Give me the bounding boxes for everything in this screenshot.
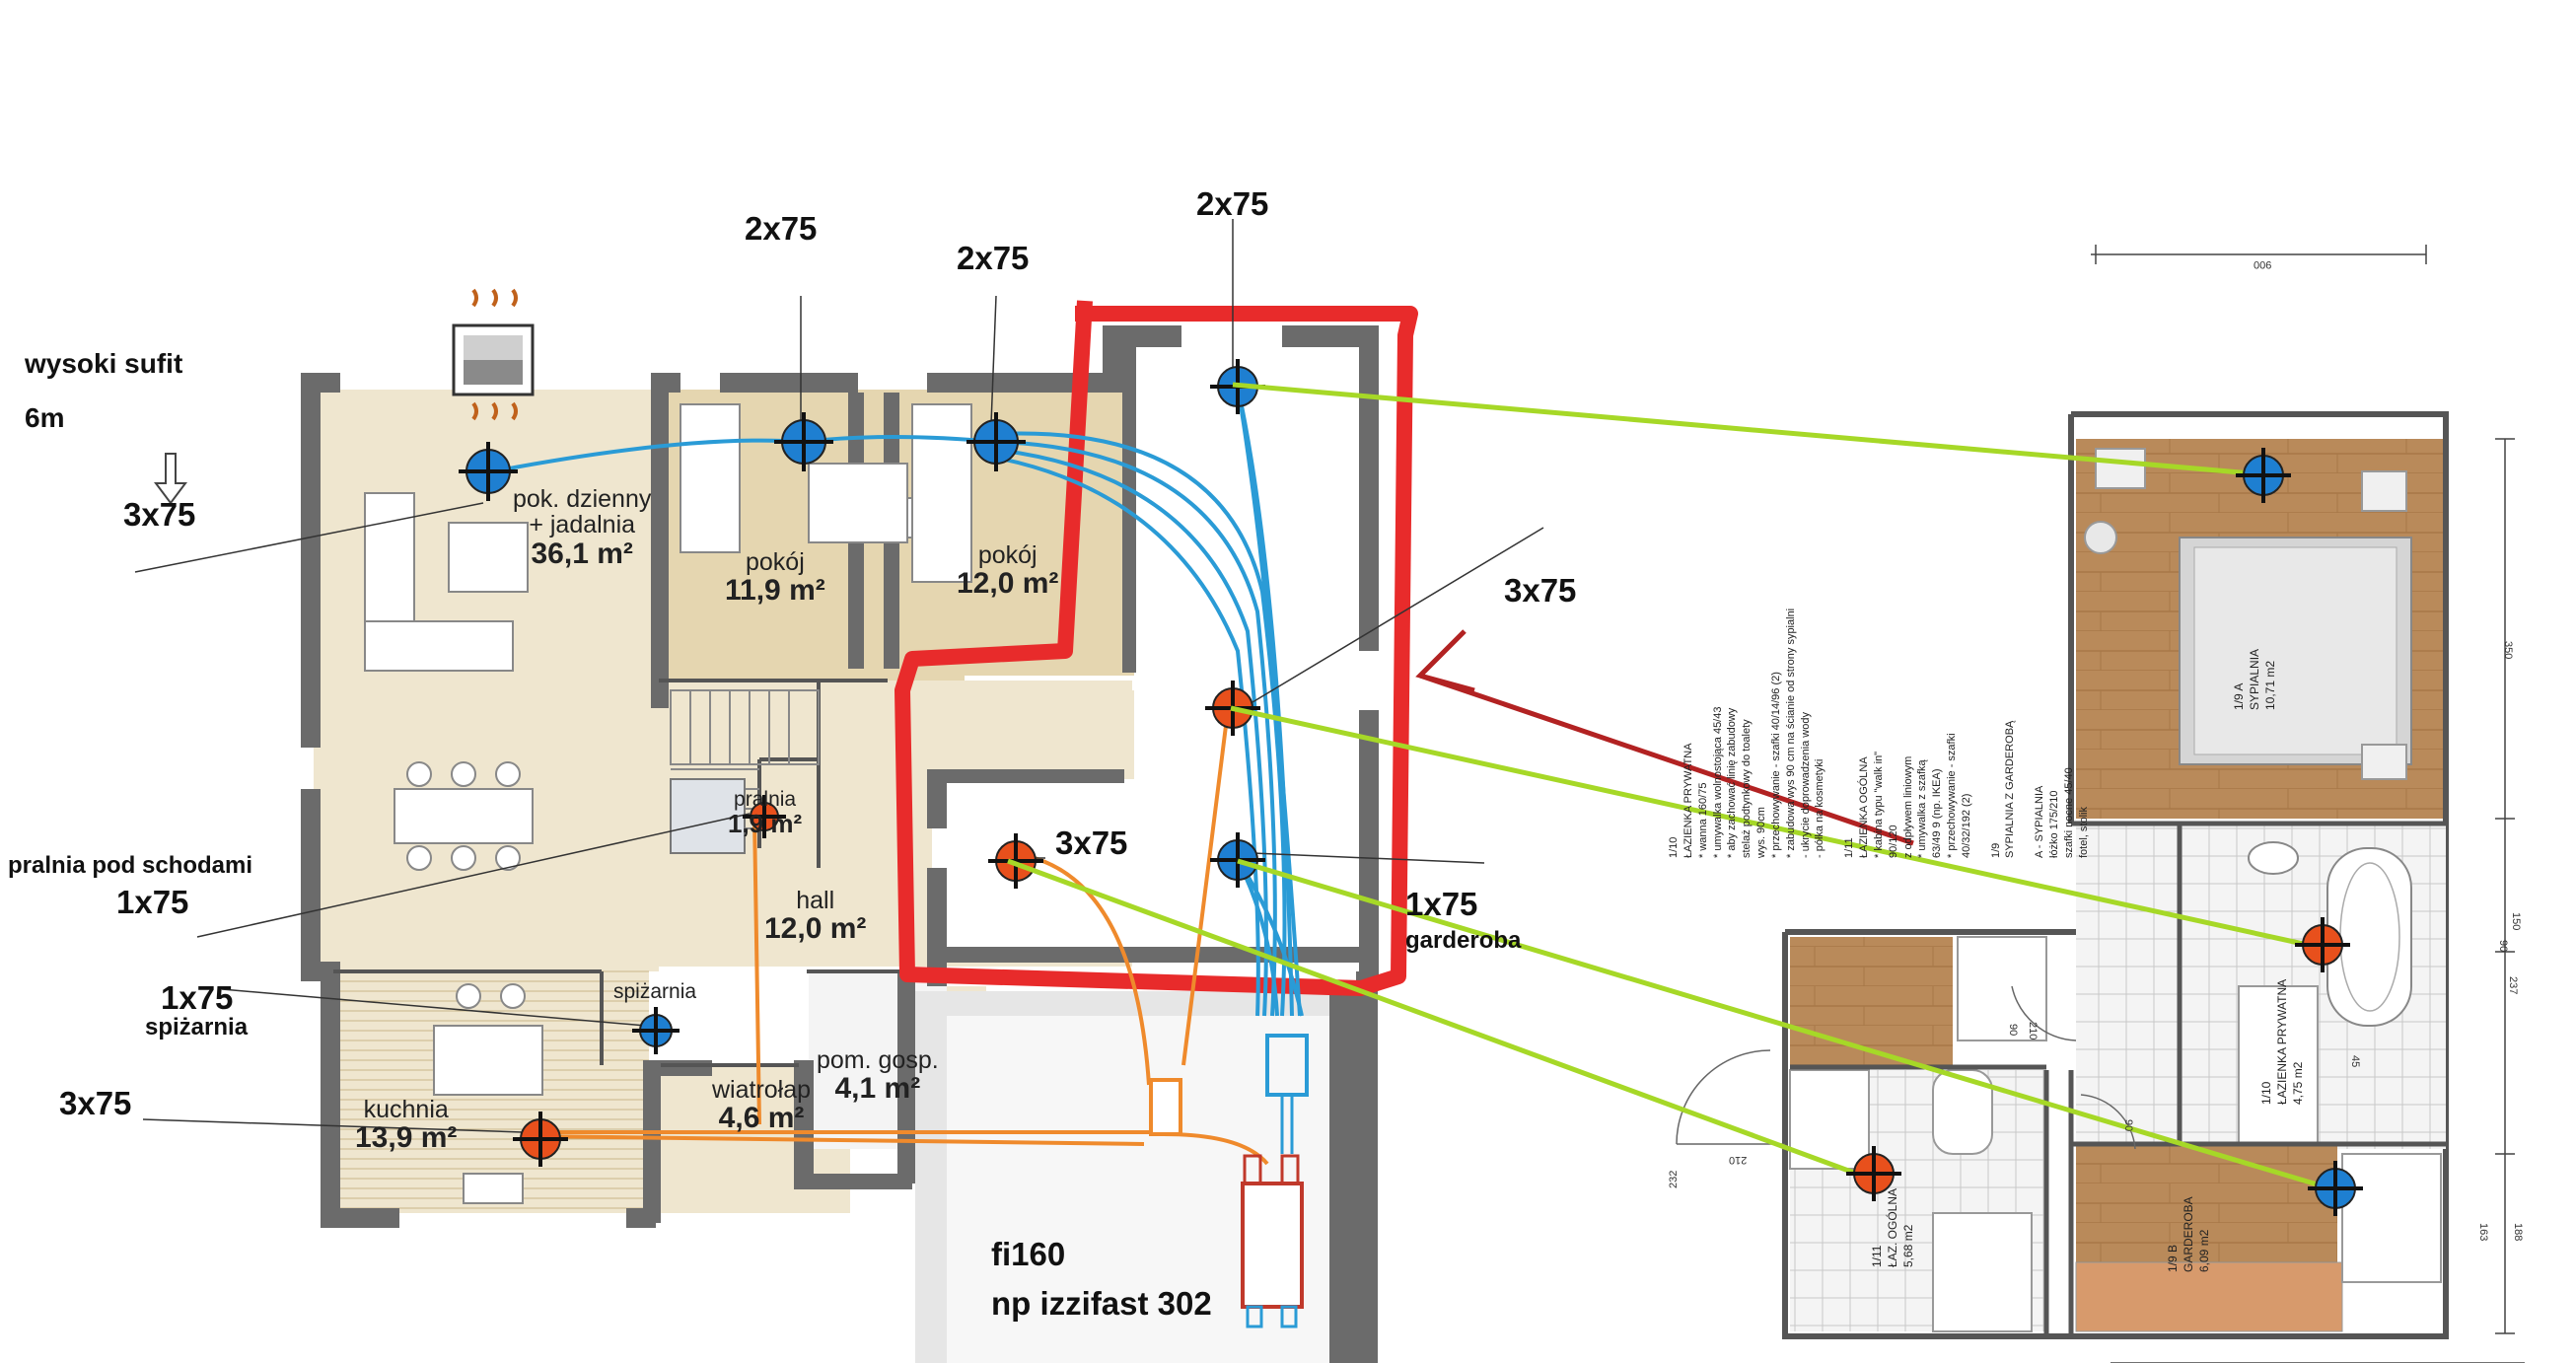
door-90-b: 90 bbox=[2122, 1119, 2134, 1132]
mid-vent-label: 3x75 bbox=[1055, 825, 1128, 861]
door-210-a: 210 bbox=[1729, 1154, 1748, 1166]
pantry-vent-label: 1x75 bbox=[161, 979, 234, 1016]
note-line: - półka na kosmetyki bbox=[1814, 758, 1826, 858]
note-line bbox=[1827, 266, 1842, 858]
note-line: * umywalka z szafką bbox=[1916, 759, 1929, 858]
room-label-kitchen: kuchnia 13,9 m² bbox=[355, 1096, 458, 1155]
dim-188: 188 bbox=[2512, 1223, 2524, 1242]
dim-90: 90 bbox=[2497, 940, 2509, 953]
supply-vent-icon bbox=[459, 442, 518, 501]
room-label-utility: pom. gosp. 4,1 m² bbox=[817, 1046, 939, 1106]
note-line: 63/49 9 (np. IKEA) bbox=[1931, 768, 1944, 859]
room-label-pantry: spiżarnia bbox=[613, 980, 697, 1003]
duct-box-icon bbox=[1149, 1078, 1182, 1136]
extract-vent-icon bbox=[1846, 1146, 1901, 1201]
duct-box-icon bbox=[1265, 1034, 1309, 1097]
down-arrow-icon bbox=[154, 453, 187, 505]
note-line: * wanna 160/75 bbox=[1696, 782, 1709, 858]
note-line: łóżko 175/210 bbox=[2047, 790, 2060, 859]
room-label-room2: pokój 12,0 m² bbox=[957, 541, 1059, 601]
door-90-a: 90 bbox=[2007, 1024, 2019, 1037]
note-line: * zabudowa wys 90 cm na ścianie od stron… bbox=[1784, 608, 1797, 858]
note-line: SYPIALNIA Z GARDEROBĄ bbox=[2004, 720, 2017, 858]
link-lines bbox=[1007, 382, 2331, 1191]
room-label-hall: hall 12,0 m² bbox=[764, 887, 867, 946]
note-line: * umywalka wolnostojąca 45/43 bbox=[1711, 706, 1724, 858]
supply-vent-icon bbox=[966, 412, 1026, 471]
dim-237: 237 bbox=[2507, 976, 2519, 995]
note-line: stelaż podtynkowy do toalety bbox=[1741, 719, 1753, 858]
living-vent-label: 3x75 bbox=[123, 496, 196, 533]
fan-icon bbox=[452, 288, 535, 421]
unit-diameter: fi160 bbox=[991, 1236, 1066, 1272]
ceiling-height: 6m bbox=[25, 402, 65, 433]
note-line: * przechowywanie - szafki 40/14/96 (2) bbox=[1769, 672, 1782, 858]
note-line bbox=[2018, 266, 2033, 858]
note-line: 1/10 bbox=[1668, 836, 1680, 858]
room2-vent-label: 2x75 bbox=[957, 240, 1030, 276]
supply-vent-icon bbox=[2236, 448, 2291, 503]
room-label-vestibule: wiatrołap 4,6 m² bbox=[712, 1076, 812, 1135]
note-line: szafki nocne 45/40 bbox=[2062, 767, 2075, 858]
dim-45: 45 bbox=[2349, 1055, 2361, 1068]
door-210-b: 210 bbox=[2027, 1022, 2039, 1040]
unit-model: np izzifast 302 bbox=[991, 1285, 1212, 1322]
extract-vent-icon bbox=[513, 1112, 568, 1167]
laundry-label: pralnia pod schodami bbox=[8, 852, 253, 879]
wardrobe-label: garderoba bbox=[1405, 927, 1522, 954]
supply-vent-icon bbox=[774, 412, 833, 471]
note-line: fotel, stolik bbox=[2077, 807, 2090, 858]
dim-top: 900 bbox=[2254, 258, 2272, 270]
note-line: - ukrycie doprowadzenia wody bbox=[1799, 712, 1812, 858]
note-line: z odpływem liniowym bbox=[1901, 755, 1914, 858]
extract-vent-icon bbox=[743, 795, 786, 838]
extract-vent-icon bbox=[2295, 917, 2350, 972]
room-label-living: pok. dzienny + jadalnia 36,1 m² bbox=[513, 485, 652, 570]
note-line: A - SYPIALNIA bbox=[2034, 785, 2046, 858]
note-line: ŁAZIENKA OGÓLNA bbox=[1857, 756, 1870, 858]
note-line: * kabina typu "walk in" bbox=[1872, 751, 1885, 858]
wardrobe-vent-label: 1x75 bbox=[1405, 886, 1478, 922]
upper-floor-plan bbox=[1007, 245, 2525, 1363]
extract-ducts bbox=[532, 709, 1269, 1166]
dim-150: 150 bbox=[2510, 912, 2522, 931]
ceiling-note: wysoki sufit bbox=[25, 348, 183, 379]
dim-232: 232 bbox=[1668, 1170, 1680, 1188]
supply-vent-icon bbox=[2308, 1161, 2363, 1216]
extract-vent-icon bbox=[988, 833, 1043, 889]
note-line bbox=[1974, 266, 1989, 858]
supply-ducts bbox=[492, 386, 1304, 1017]
right-vent-label: 3x75 bbox=[1504, 572, 1577, 609]
note-line: ŁAZIENKA PRYWATNA bbox=[1682, 743, 1694, 858]
note-line: 1/9 bbox=[1989, 842, 2002, 858]
dim-350: 350 bbox=[2502, 641, 2514, 660]
pantry-label: spiżarnia bbox=[145, 1014, 249, 1040]
note-line: * przechowywanie - szafki bbox=[1946, 733, 1959, 858]
room1-vent-label: 2x75 bbox=[745, 210, 818, 247]
supply-vent-icon bbox=[632, 1007, 680, 1054]
bath-vent-label: 2x75 bbox=[1196, 185, 1269, 222]
note-line: * aby zachować linię zabudowy bbox=[1726, 707, 1739, 858]
note-line: 1/11 bbox=[1843, 837, 1856, 858]
note-line: wys. 90cm bbox=[1755, 807, 1768, 858]
note-line: 90/120 bbox=[1887, 825, 1899, 858]
supply-vent-icon bbox=[1210, 832, 1265, 888]
room-label-room1: pokój 11,9 m² bbox=[725, 548, 825, 608]
laundry-vent-label: 1x75 bbox=[116, 884, 189, 920]
note-line: 40/32/192 (2) bbox=[1960, 793, 1972, 858]
arrow-icon bbox=[1415, 629, 1914, 846]
room-label-laundry: pralnia 1,9 m² bbox=[728, 788, 803, 839]
dim-163: 163 bbox=[2477, 1223, 2489, 1242]
heat-recovery-unit-icon bbox=[1241, 1154, 1304, 1328]
ground-floor-plan bbox=[134, 219, 1914, 1363]
kitchen-vent-label: 3x75 bbox=[59, 1085, 132, 1121]
